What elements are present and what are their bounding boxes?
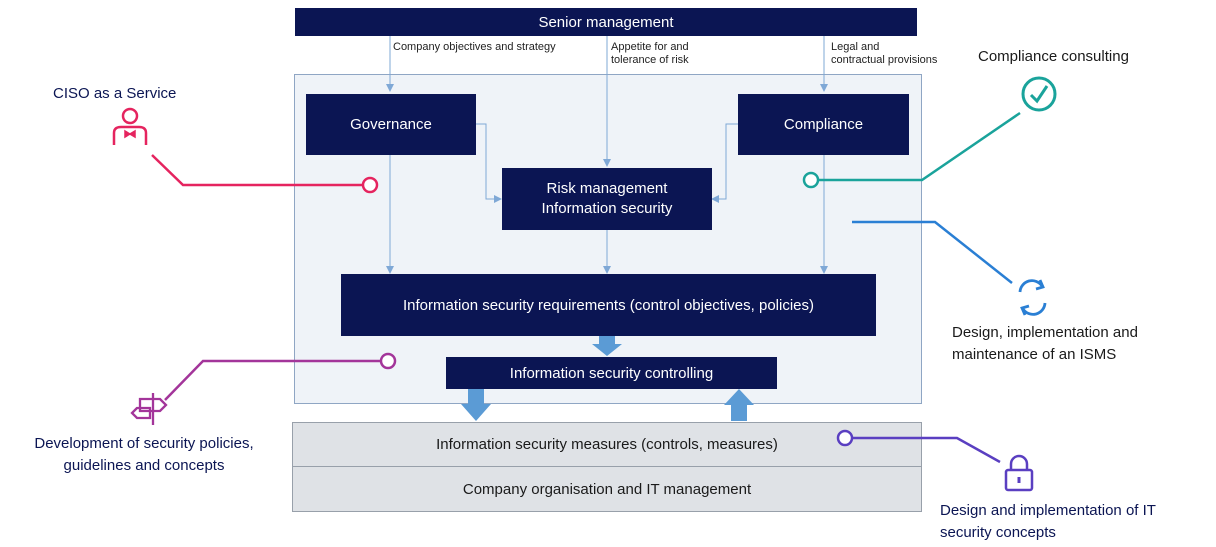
signpost-icon: [130, 393, 168, 425]
compliance-box: Compliance: [738, 94, 909, 155]
it-security-connector: [852, 436, 1001, 464]
controlling-box: Information security controlling: [446, 357, 777, 389]
requirements-label: Information security requirements (contr…: [403, 296, 814, 314]
risk-management-box: Risk management Information security: [502, 168, 712, 230]
information-security-label: Information security: [541, 200, 673, 217]
compliance-connector: [817, 111, 1021, 182]
compliance-consulting-label: Compliance consulting: [978, 48, 1129, 65]
senior-management-bar: Senior management: [295, 8, 917, 36]
organisation-label: Company organisation and IT management: [462, 480, 752, 498]
flow-line-governance-risk: [476, 123, 502, 203]
company-objectives-label: Company objectives and strategy: [393, 41, 556, 53]
refresh-cycle-icon: [1018, 279, 1047, 316]
isms-service-label: Design, implementation and maintenance o…: [952, 324, 1138, 363]
appetite-label: Appetite for and tolerance of risk: [611, 41, 689, 66]
measures-box: Information security measures (controls,…: [292, 422, 922, 467]
block-arrow-requirements-controlling: [592, 336, 622, 356]
it-security-node: [836, 429, 854, 447]
person-bowtie-icon: [112, 107, 148, 145]
requirements-box: Information security requirements (contr…: [341, 274, 876, 336]
policies-service-label: Development of security policies, guidel…: [34, 435, 254, 474]
controlling-label: Information security controlling: [509, 364, 714, 382]
flow-line-compliance-risk: [711, 123, 738, 203]
ciso-node: [361, 176, 379, 194]
it-security-service-label: Design and implementation of IT security…: [940, 502, 1156, 541]
legal-label: Legal and contractual provisions: [831, 41, 938, 66]
isms-connector: [852, 220, 1013, 284]
governance-box: Governance: [306, 94, 476, 155]
ciso-connector: [151, 154, 368, 187]
check-circle-icon: [1021, 76, 1057, 112]
policies-connector: [164, 359, 381, 401]
compliance-label: Compliance: [783, 116, 864, 133]
padlock-icon: [1004, 454, 1034, 492]
senior-management-label: Senior management: [538, 13, 674, 31]
risk-management-label: Risk management: [546, 180, 668, 197]
block-arrow-controlling-measures: [461, 389, 491, 421]
policies-node: [379, 352, 397, 370]
organisation-box: Company organisation and IT management: [292, 466, 922, 512]
governance-label: Governance: [350, 116, 432, 133]
measures-label: Information security measures (controls,…: [436, 436, 778, 453]
block-arrow-measures-controlling: [724, 389, 754, 421]
compliance-node: [802, 171, 820, 189]
ciso-service-label: CISO as a Service: [53, 85, 177, 102]
